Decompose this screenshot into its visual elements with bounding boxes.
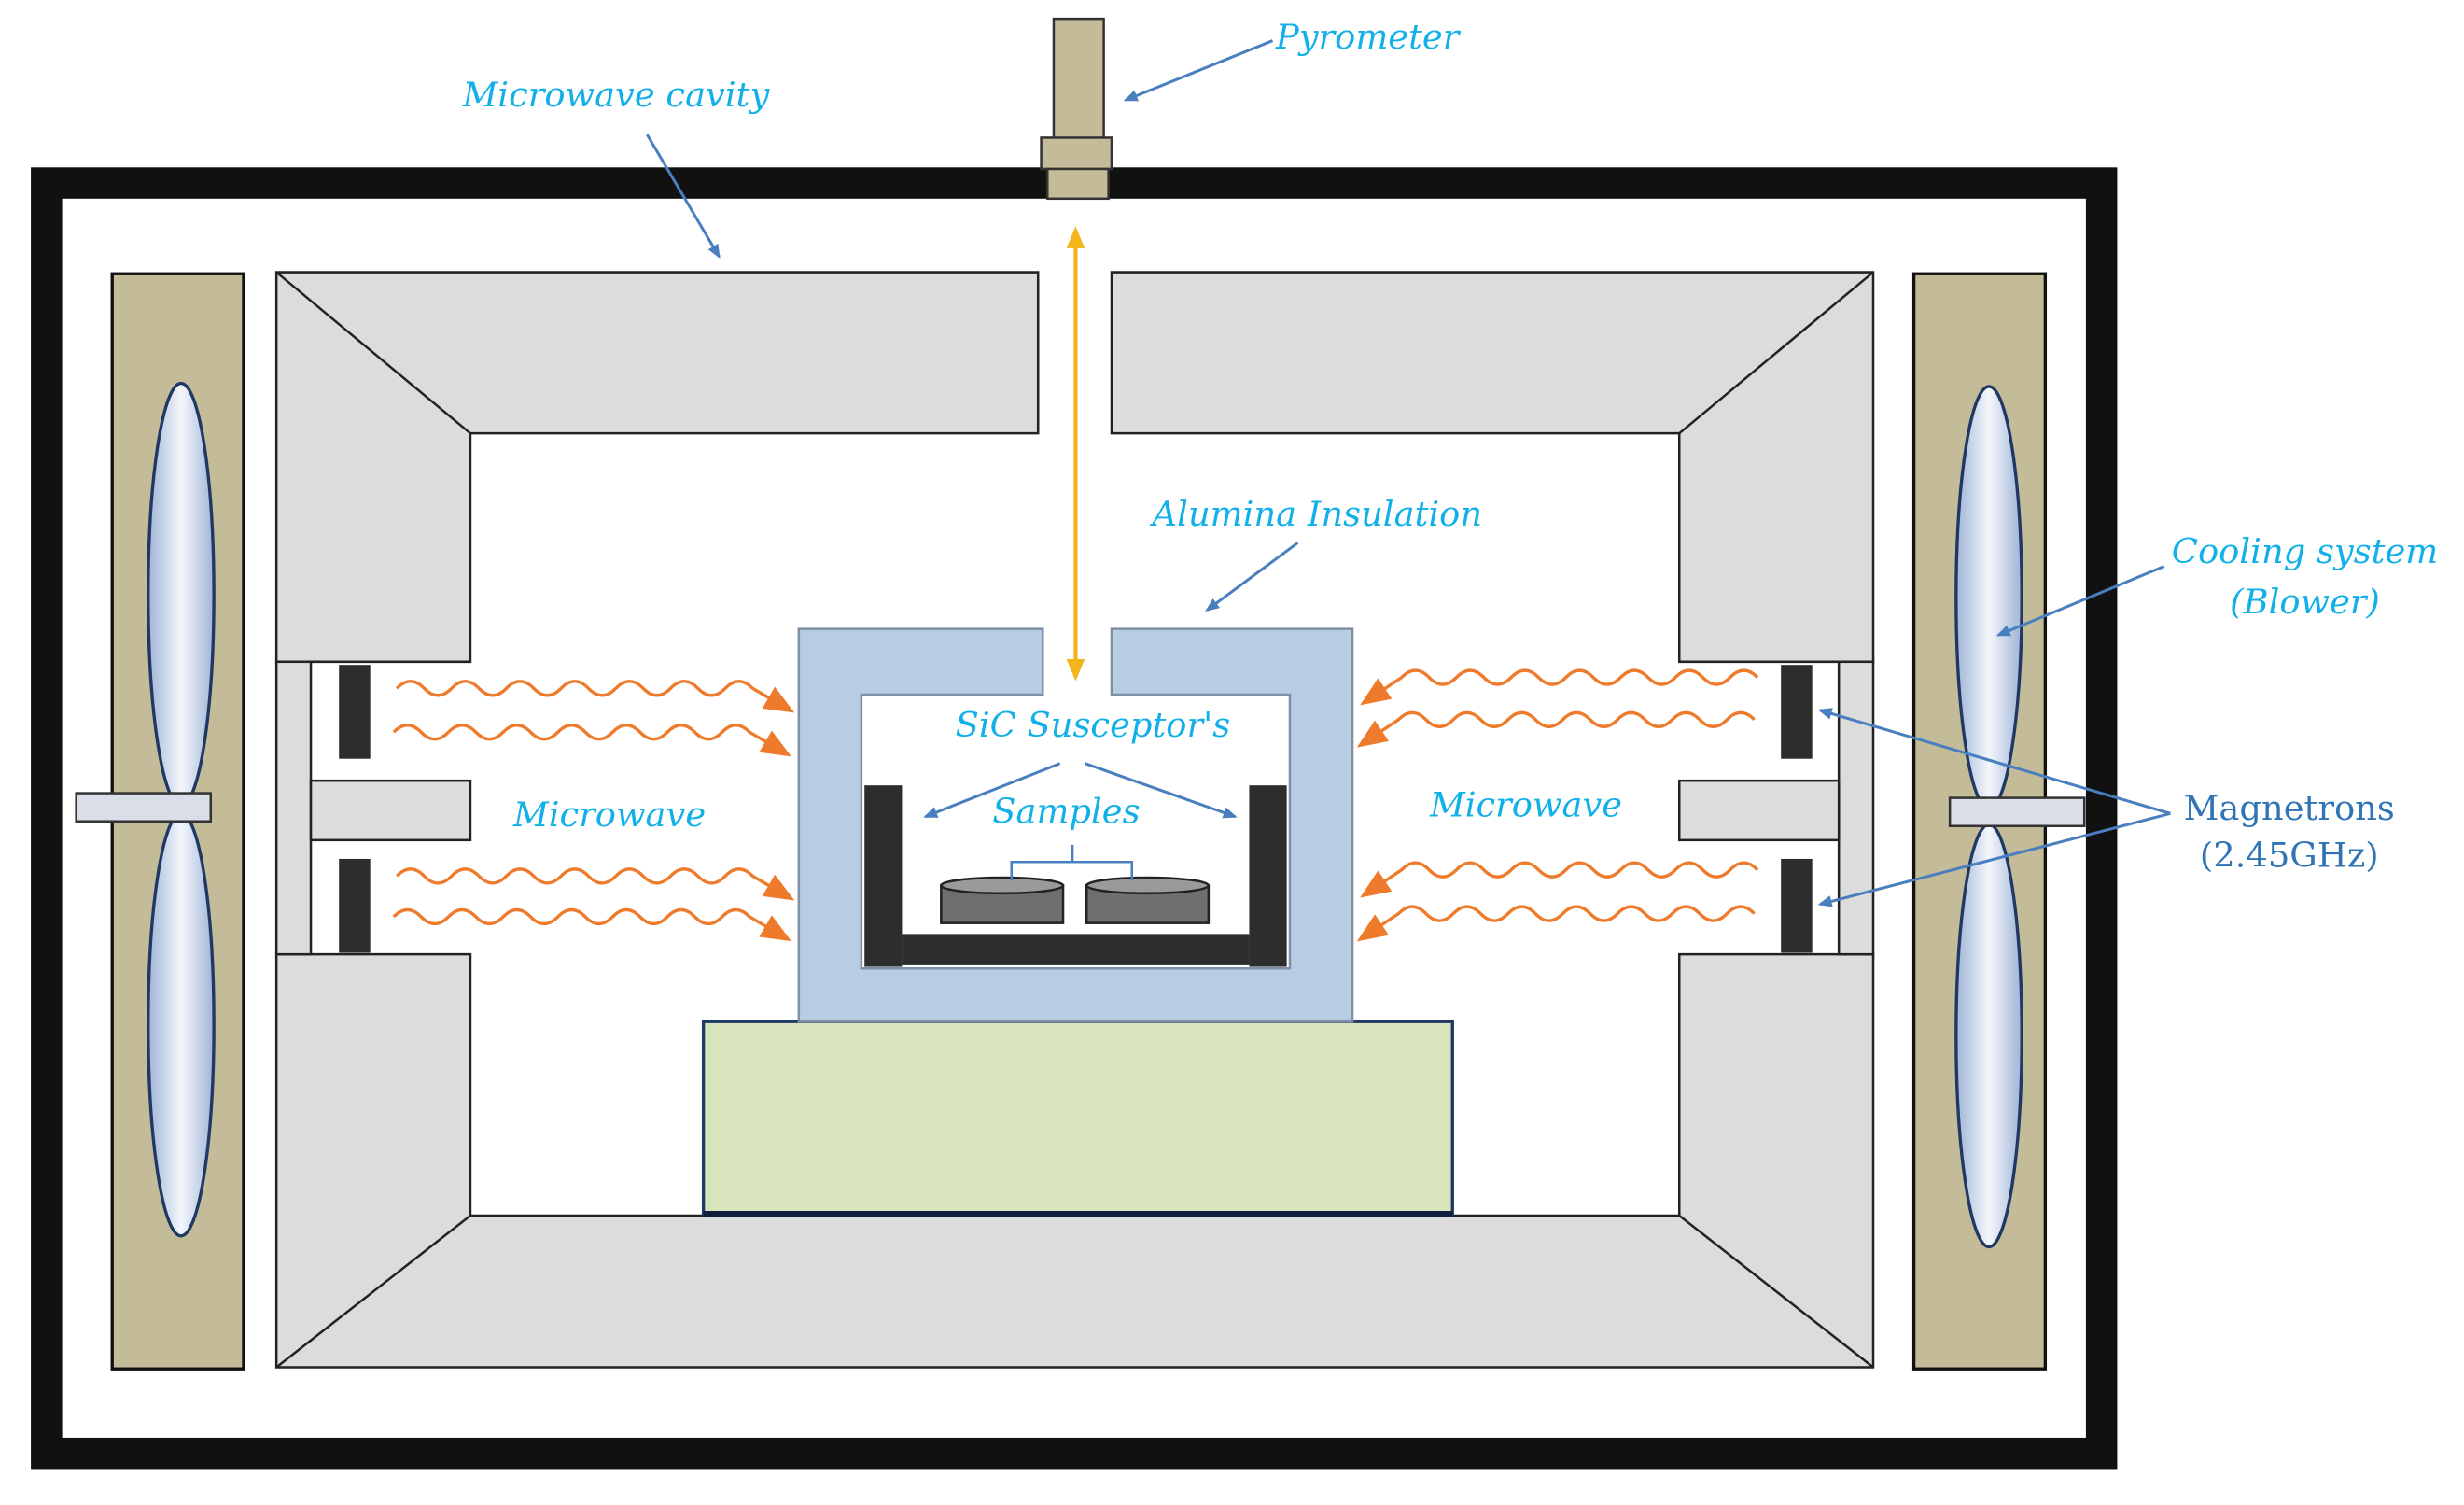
wave-arrow-icon <box>1360 668 1759 706</box>
magnetrons-label-line2: (2.45GHz) <box>2200 835 2379 875</box>
callout-arrows <box>645 39 2171 907</box>
sic-susceptors <box>864 785 1287 967</box>
microwave-cavity-label: Microwave cavity <box>462 75 771 115</box>
wave-arrow-icon <box>392 907 791 942</box>
callout-magnetron-upper <box>1817 708 2171 815</box>
magnetrons-label-line1: Magnetrons <box>2184 788 2395 828</box>
alumina-insulation-label: Alumina Insulation <box>1150 494 1483 534</box>
samples-label: Samples <box>992 791 1140 831</box>
wave-arrow-icon <box>1356 710 1756 748</box>
magnetron-icon <box>1781 858 1813 953</box>
microwave-waves-left <box>392 680 795 942</box>
right-blower <box>1911 272 2086 1371</box>
wave-arrow-icon <box>1356 905 1756 942</box>
blower-fan-icon <box>75 381 216 1238</box>
callout-cooling-system <box>1995 565 2165 637</box>
wave-arrow-icon <box>392 724 791 757</box>
pyrometer-icon <box>1040 17 1113 201</box>
microwave-label-left: Microwave <box>512 795 706 835</box>
sample-discs <box>940 876 1211 924</box>
sic-susceptors-label: SiC Susceptor's <box>956 705 1231 745</box>
magnetron-icon <box>339 858 371 953</box>
callout-microwave-cavity <box>645 134 721 259</box>
wave-arrow-icon <box>1360 861 1759 898</box>
microwave-label-right: Microwave <box>1429 785 1622 825</box>
wave-arrow-icon <box>395 680 795 713</box>
blower-fan-icon <box>1948 385 2086 1249</box>
callout-magnetron-lower <box>1817 811 2171 907</box>
sample-disc-icon <box>940 876 1065 924</box>
samples-bracket <box>1010 844 1134 881</box>
magnetron-icon <box>1781 665 1813 759</box>
cooling-system-label-line1: Cooling system <box>2172 531 2438 571</box>
callout-susceptor-left <box>923 762 1061 819</box>
wave-arrow-icon <box>395 867 795 901</box>
microwave-cavity <box>274 271 1875 1369</box>
callout-pyrometer <box>1123 39 1274 102</box>
right-magnetrons <box>1781 665 1813 953</box>
callout-susceptor-right <box>1084 762 1238 819</box>
callout-alumina-insulation <box>1205 542 1299 612</box>
left-magnetrons <box>339 665 371 953</box>
alumina-insulation-box <box>797 627 1354 1023</box>
sample-disc-icon <box>1085 876 1211 924</box>
pyrometer-label: Pyrometer <box>1275 17 1462 57</box>
base-block <box>701 1020 1454 1217</box>
left-blower <box>75 272 245 1371</box>
magnetron-icon <box>339 665 371 759</box>
cooling-system-label-line2: (Blower) <box>2230 582 2380 622</box>
microwave-waves-right <box>1356 668 1759 942</box>
